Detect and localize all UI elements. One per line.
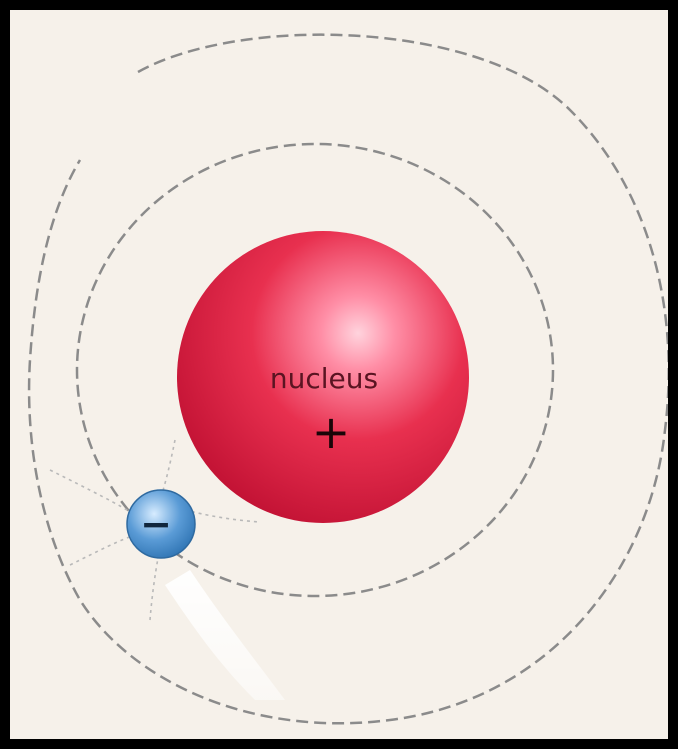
electron-trail (165, 570, 285, 700)
nucleus-label: nucleus (270, 362, 378, 395)
inner-orbit (75, 142, 555, 598)
outer-orbit (27, 33, 668, 725)
positive-charge-symbol: + (312, 405, 351, 459)
nucleus: nucleus + (177, 231, 469, 523)
negative-charge-symbol: − (140, 502, 172, 546)
electron: − (126, 489, 196, 559)
atom-diagram: nucleus + − (27, 33, 668, 725)
